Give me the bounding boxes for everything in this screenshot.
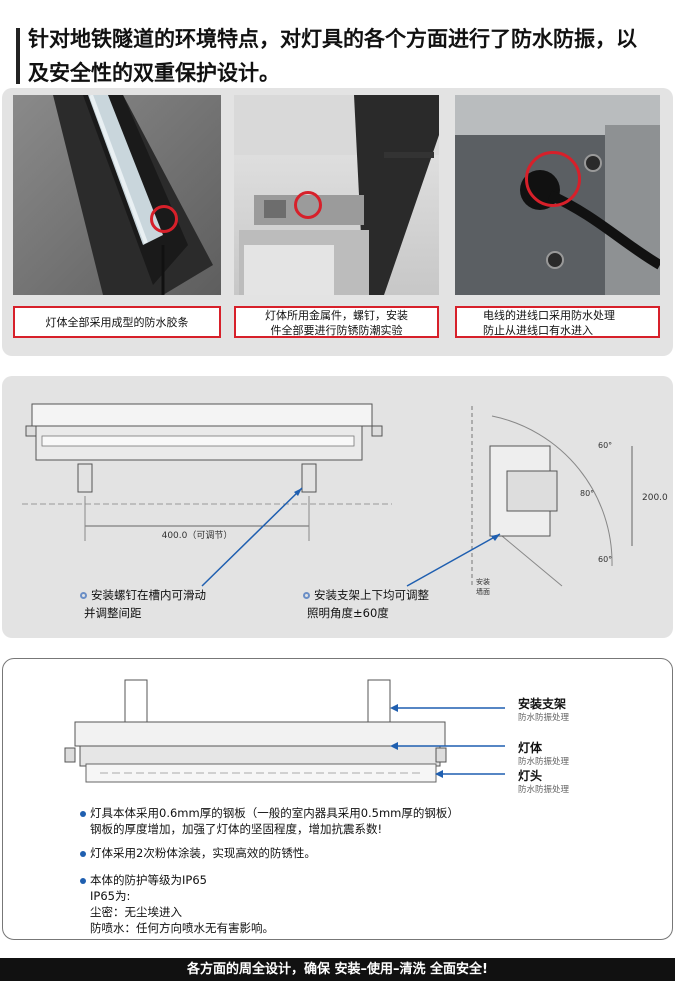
spec-ip-rating: 本体的防护等级为IP65 IP65为: 尘密：无尘埃进入 防喷水：任何方向喷水无…: [80, 872, 274, 936]
wall-label-2: 墙面: [476, 587, 490, 596]
note-text: 安装螺钉在槽内可滑动: [91, 588, 206, 602]
spec-steel-thickness: 灯具本体采用0.6mm厚的钢板（一般的室内器具采用0.5mm厚的钢板） 钢板的厚…: [80, 805, 459, 837]
highlight-circle: [525, 151, 581, 207]
part-title: 灯头: [518, 769, 543, 783]
caption-line: 电线的进线口采用防水处理: [483, 309, 615, 322]
photo-metal-parts: [234, 95, 439, 295]
callout-arrows: [390, 704, 505, 778]
photo-gasket: [13, 95, 221, 295]
part-subtitle: 防水防振处理: [518, 785, 570, 795]
spec-text: 防喷水：任何方向喷水无有害影响。: [90, 921, 274, 935]
highlight-circle: [150, 205, 178, 233]
spec-text: 灯体采用2次粉体涂装，实现高效的防锈性。: [90, 846, 316, 860]
caption-gasket: 灯体全部采用成型的防水胶条: [13, 306, 221, 338]
heading-bar: [16, 28, 20, 84]
spec-coating: 灯体采用2次粉体涂装，实现高效的防锈性。: [80, 845, 316, 861]
note-bracket-angle: 安装支架上下均可调整 照明角度±60度: [303, 586, 429, 622]
caption-line: 防止从进线口有水进入: [483, 324, 593, 337]
spec-text: IP65为:: [90, 889, 131, 903]
dimension-200-label: 200.0: [642, 493, 668, 503]
caption-line: 灯体所用金属件，螺钉，安装: [265, 309, 408, 322]
note-text: 安装支架上下均可调整: [314, 588, 429, 602]
part-subtitle: 防水防振处理: [518, 757, 570, 767]
spec-text: 灯具本体采用0.6mm厚的钢板（一般的室内器具采用0.5mm厚的钢板）: [90, 806, 459, 820]
photo-gasket-image: [53, 95, 213, 295]
footer-banner: 各方面的周全设计，确保 安装–使用–清洗 全面安全!: [0, 958, 675, 981]
fixture-structure-drawing: [64, 679, 447, 783]
dimension-400-label: 400.0（可调节）: [162, 530, 233, 541]
caption-metal-parts: 灯体所用金属件，螺钉，安装 件全部要进行防锈防潮实验: [234, 306, 439, 338]
angle-top-label: 60°: [598, 441, 612, 450]
note-text: 照明角度±60度: [307, 606, 389, 620]
caption-line: 灯体全部采用成型的防水胶条: [45, 316, 189, 329]
structure-panel: [2, 658, 673, 940]
spec-text: 本体的防护等级为IP65: [90, 873, 207, 887]
caption-line: 件全部要进行防锈防潮实验: [270, 324, 403, 337]
part-label-bracket: 安装支架 防水防振处理: [518, 697, 569, 724]
spec-bullet: [80, 877, 86, 884]
spec-bullet: [80, 810, 86, 817]
note-bullet: [80, 592, 87, 599]
caption-cable-inlet: 电线的进线口采用防水处理 防止从进线口有水进入: [455, 306, 660, 338]
note-text: 并调整间距: [84, 606, 142, 620]
heading-line-1: 针对地铁隧道的环境特点，对灯具的各个方面进行了防水防振，以: [28, 27, 637, 51]
note-bullet: [303, 592, 310, 599]
part-label-body: 灯体 防水防振处理: [518, 741, 569, 768]
photo-cable-inlet: [455, 95, 660, 295]
angle-mid-label: 80°: [580, 489, 594, 498]
angle-bottom-label: 60°: [598, 555, 612, 564]
spec-text: 钢板的厚度增加，加强了灯体的坚固程度，增加抗震系数!: [90, 822, 383, 836]
photo-metal-parts-image: [234, 95, 439, 295]
wall-label-1: 安装: [476, 577, 490, 586]
page-heading: 针对地铁隧道的环境特点，对灯具的各个方面进行了防水防振，以 及安全性的双重保护设…: [28, 22, 668, 90]
spec-bullet: [80, 850, 86, 857]
part-label-head: 灯头 防水防振处理: [518, 769, 569, 796]
technical-drawing: 400.0（可调节） 200.0 60° 80° 60° 安装 墙面: [22, 403, 668, 596]
note-screw-slot: 安装螺钉在槽内可滑动 并调整间距: [80, 586, 206, 622]
highlight-circle: [294, 191, 322, 219]
spec-text: 尘密：无尘埃进入: [90, 905, 182, 919]
heading-line-2: 及安全性的双重保护设计。: [28, 61, 280, 85]
part-title: 安装支架: [518, 697, 567, 711]
part-title: 灯体: [518, 741, 543, 755]
part-subtitle: 防水防振处理: [518, 713, 570, 723]
